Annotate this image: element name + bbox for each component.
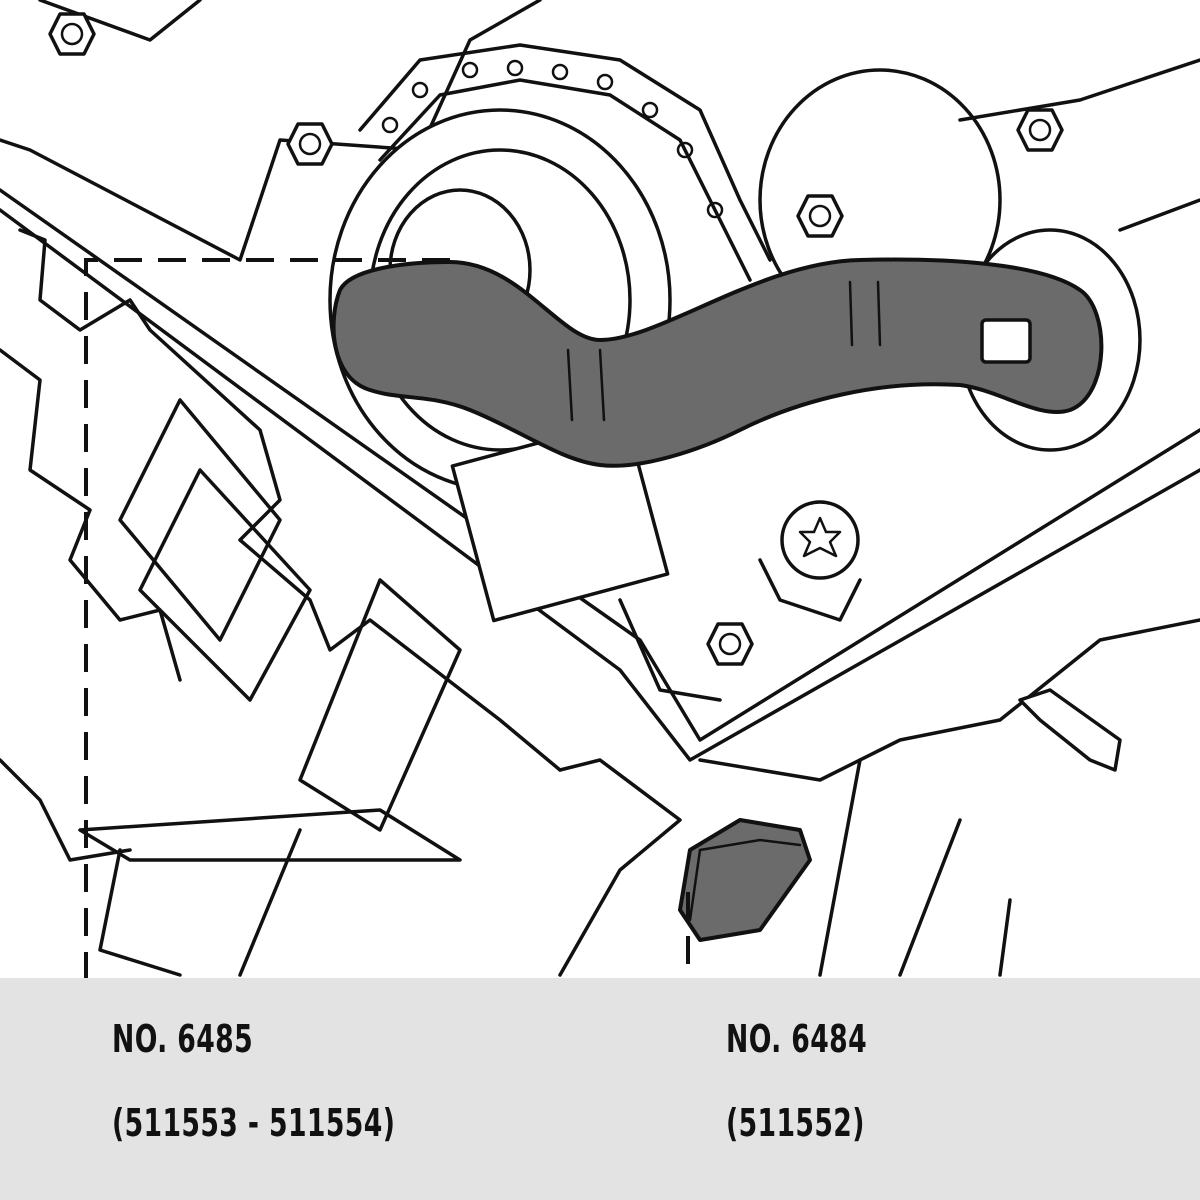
bolt-icon bbox=[706, 622, 754, 666]
part-codes-6484: (511552) bbox=[726, 1101, 865, 1145]
bolt-icon bbox=[48, 12, 96, 56]
bolt-icon bbox=[286, 122, 334, 166]
camshaft-locking-tool bbox=[331, 257, 1104, 468]
crankshaft-locking-pin bbox=[678, 818, 812, 942]
part-number-6484: NO. 6484 bbox=[726, 1017, 868, 1061]
torx-bolt-icon bbox=[758, 500, 862, 622]
bolt-icon bbox=[1016, 108, 1064, 152]
bolt-icon bbox=[796, 194, 844, 238]
bolts bbox=[48, 12, 1122, 772]
stud-icon bbox=[1018, 688, 1122, 772]
leader-line-6485 bbox=[84, 258, 450, 1048]
timing-chain bbox=[358, 43, 772, 282]
leader-lines bbox=[84, 258, 690, 1048]
engine-block-outline bbox=[0, 0, 1200, 977]
caption-band bbox=[0, 978, 1200, 1200]
part-number-6485: NO. 6485 bbox=[112, 1017, 254, 1061]
part-codes-6485: (511553 - 511554) bbox=[112, 1101, 396, 1145]
drive-square-icon bbox=[980, 318, 1032, 364]
